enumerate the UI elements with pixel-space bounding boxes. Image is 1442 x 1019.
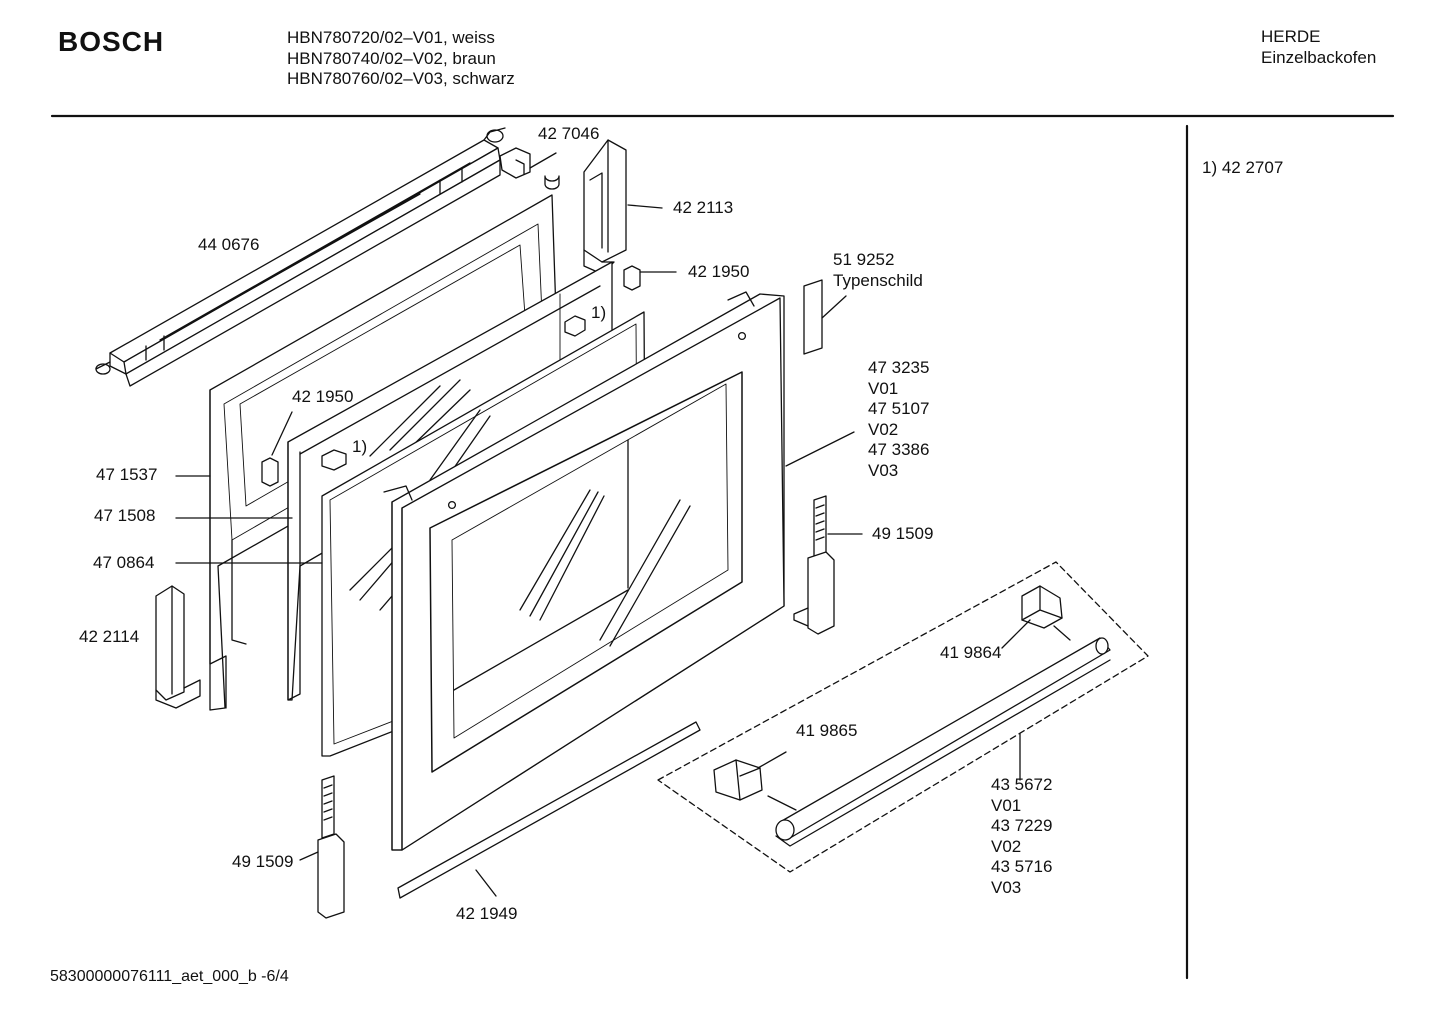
category-block: HERDE Einzelbackofen [1261,27,1376,68]
category: HERDE [1261,27,1321,46]
side-bracket-right [583,139,663,275]
note-clip-upper [564,315,586,337]
part-label: 47 0864 [93,553,155,572]
part-label: 42 2114 [79,627,140,646]
footnote: 1) 42 2707 [1202,158,1284,177]
part-label: 43 5716 [991,857,1053,876]
note-marker: 1) [352,437,368,456]
part-label: 41 9864 [940,643,1002,662]
clip-part [499,147,560,190]
part-label-group: 43 5672 V01 43 7229 V02 43 5716 V03 [991,775,1052,898]
part-label: 47 3235 [868,358,930,377]
side-bracket-left [155,585,201,709]
part-label: 51 9252 [833,250,895,269]
clip-small-left [261,411,293,487]
handle-end-right [1001,585,1071,649]
part-label: 47 3386 [868,440,930,459]
variant-label: V01 [991,795,1022,815]
front-door-part [383,291,785,851]
part-label: 47 1508 [94,506,156,525]
part-label: 42 2113 [673,198,734,217]
part-label: 49 1509 [232,852,294,871]
handle-bar-part [775,637,1111,847]
part-label-group: 47 3235 V01 47 5107 V02 47 3386 V03 [868,358,929,481]
part-label: 44 0676 [198,235,260,254]
handle-group-outline [657,561,1149,873]
document-code: 58300000076111_aet_000_b -6/4 [50,968,289,985]
part-label: 47 5107 [868,399,930,418]
note-marker: 1) [591,303,607,322]
variant-label: V02 [868,419,899,439]
top-rail-part [95,127,506,387]
handle-end-left [713,751,797,811]
subcategory: Einzelbackofen [1261,47,1377,67]
variant-label: V02 [991,836,1022,856]
brand-logo: BOSCH [58,26,165,57]
part-label: 42 7046 [538,124,600,143]
variant-label: V01 [868,378,899,398]
model-line: HBN780720/02–V01, weiss [287,28,495,47]
note-clip-lower [321,449,347,471]
model-line: HBN780760/02–V03, schwarz [287,69,515,88]
part-label: 43 7229 [991,816,1053,835]
bottom-strip-part [397,721,701,899]
part-label: 47 1537 [96,465,158,484]
part-label: 43 5672 [991,775,1053,794]
part-label: 42 1950 [292,387,354,406]
variant-label: V03 [991,877,1022,897]
part-label: 42 1949 [456,904,518,923]
part-label: Typenschild [833,271,923,290]
part-label: 41 9865 [796,721,858,740]
part-label: 42 1950 [688,262,750,281]
model-list: HBN780720/02–V01, weiss HBN780740/02–V02… [287,28,515,90]
part-label: 49 1509 [872,524,934,543]
model-line: HBN780740/02–V02, braun [287,48,496,68]
clip-small-right [623,265,677,291]
hinge-right [793,495,863,635]
type-plate-part [803,279,847,355]
variant-label: V03 [868,460,899,480]
hinge-left [299,775,345,919]
